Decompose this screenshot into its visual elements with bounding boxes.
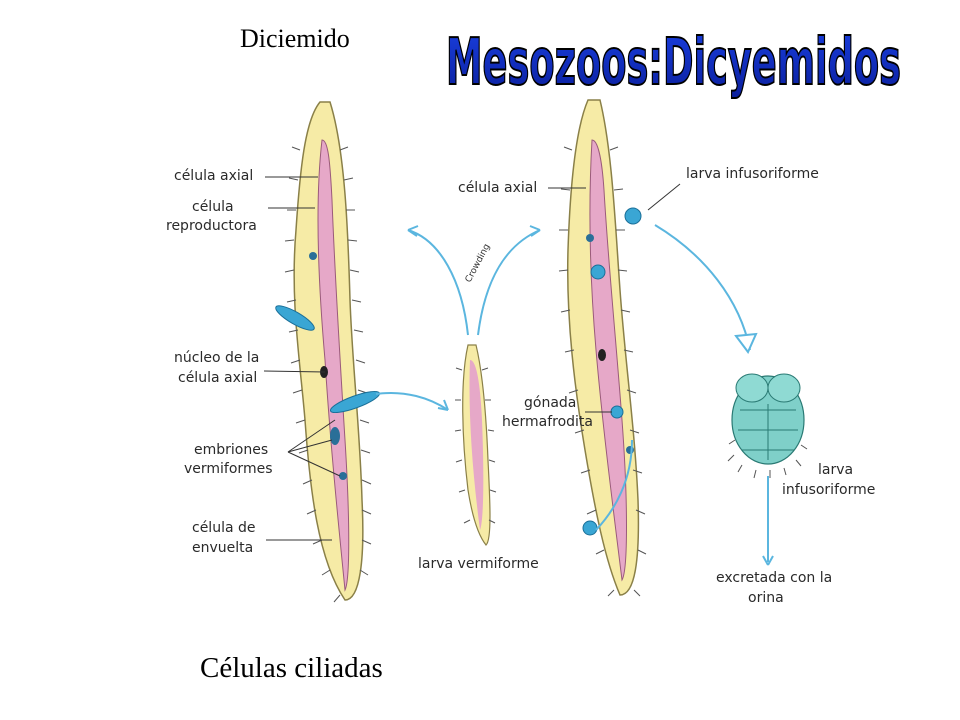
label-celula-axial-right: célula axial	[458, 180, 538, 196]
right-dicyemid	[558, 99, 647, 597]
label-excretada-1: excretada con la	[716, 570, 833, 586]
label-envuelta-1: célula de	[192, 520, 256, 536]
label-embriones-1: embriones	[194, 442, 269, 458]
larva-infusoriforme-figure	[727, 373, 808, 479]
left-dicyemid	[275, 101, 381, 603]
label-larva-infusoriforme-top: larva infusoriforme	[686, 166, 819, 182]
label-larva-vermiforme: larva vermiforme	[418, 556, 539, 572]
label-celula-reproductora-1: célula	[192, 199, 234, 215]
label-envuelta-2: envuelta	[192, 540, 254, 556]
caption-celulas-ciliadas: Células ciliadas	[200, 652, 383, 684]
left-leader-lines	[263, 176, 341, 541]
label-excretada-2: orina	[748, 590, 784, 606]
wordart-text: Mesozoos:Dicyemidos	[446, 26, 901, 100]
life-cycle-arrows	[375, 224, 774, 566]
label-nucleo-1: núcleo de la	[174, 350, 260, 366]
title-left: Diciemido	[240, 24, 350, 53]
label-gonada-2: hermafrodita	[502, 414, 593, 430]
middle-larva-vermiforme	[454, 344, 497, 546]
label-embriones-2: vermiformes	[184, 461, 273, 477]
label-nucleo-2: célula axial	[178, 370, 258, 386]
wordart-title: Mesozoos:Dicyemidos	[445, 25, 902, 101]
right-leader-lines	[548, 183, 681, 413]
label-larva-infusoriforme-1: larva	[818, 462, 854, 478]
label-celula-axial-left: célula axial	[174, 168, 254, 184]
small-infusoriform-top	[624, 207, 642, 225]
label-celula-reproductora-2: reproductora	[166, 218, 257, 234]
crowding-label: Crowding	[464, 242, 493, 284]
label-gonada-1: gónada	[524, 395, 577, 411]
label-larva-infusoriforme-2: infusoriforme	[782, 482, 876, 498]
small-infusoriform-bottom	[582, 520, 598, 536]
